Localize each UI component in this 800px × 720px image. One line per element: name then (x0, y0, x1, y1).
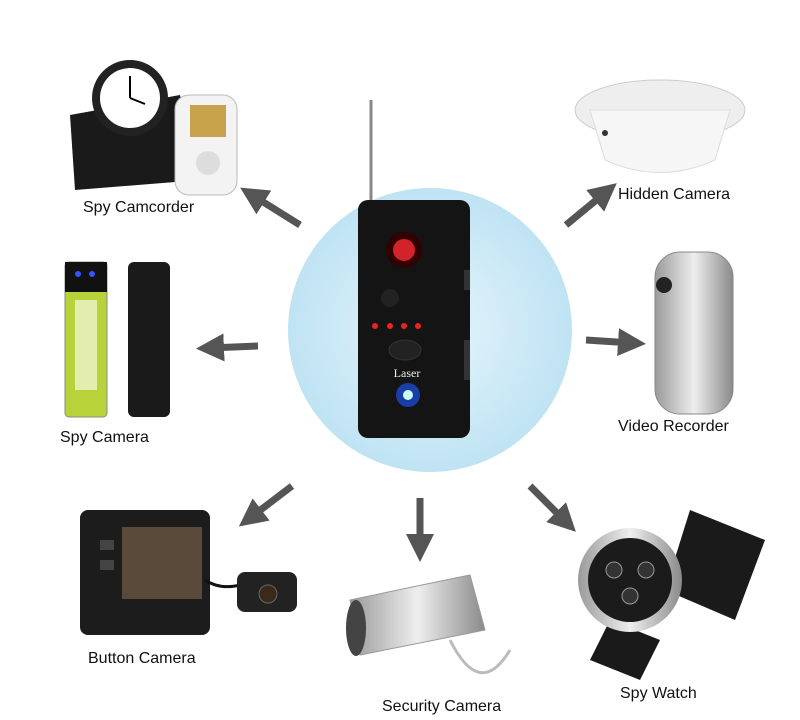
label-spy-watch: Spy Watch (620, 685, 697, 702)
arrow-spy-camcorder (240, 187, 302, 228)
rf-detector-device (358, 100, 470, 438)
label-video-recorder: Video Recorder (618, 418, 729, 435)
label-hidden-camera: Hidden Camera (618, 186, 731, 203)
label-security-camera: Security Camera (382, 698, 502, 715)
laser-label: Laser (394, 366, 421, 380)
arrow-spy-watch (527, 483, 576, 532)
arrow-spy-camera (196, 333, 259, 362)
arrow-button-camera (238, 483, 295, 527)
security-camera-image (346, 574, 512, 675)
spy-watch-image (578, 510, 765, 680)
label-spy-camcorder: Spy Camcorder (83, 199, 195, 216)
arrow-hidden-camera (563, 183, 617, 228)
label-spy-camera: Spy Camera (60, 429, 149, 446)
spy-camcorder-image (70, 60, 238, 196)
hidden-camera-image (574, 79, 746, 173)
spy-camera-image (64, 261, 170, 418)
video-recorder-image (654, 251, 734, 415)
arrow-video-recorder (585, 328, 646, 357)
label-button-camera: Button Camera (88, 650, 196, 667)
button-camera-image (80, 510, 297, 635)
